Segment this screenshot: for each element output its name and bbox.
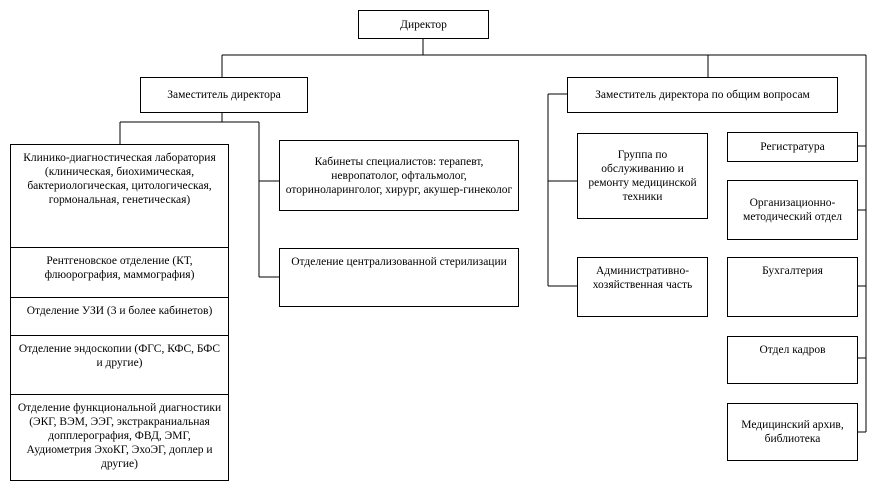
deputy-general-box: Заместитель директора по общим вопросам bbox=[567, 77, 838, 113]
maintenance-group-box: Группа по обслуживанию и ремонту медицин… bbox=[577, 133, 708, 219]
archive-box: Медицинский архив, библиотека bbox=[727, 403, 858, 461]
registry-box: Регистратура bbox=[727, 132, 858, 162]
xray-box: Рентгеновское отделение (КТ, флюорографи… bbox=[10, 247, 229, 298]
hr-box: Отдел кадров bbox=[727, 336, 858, 384]
ultrasound-label: Отделение УЗИ (3 и более кабинетов) bbox=[26, 305, 213, 317]
clinical-lab-label: Клинико-диагностическая лаборатория (кли… bbox=[23, 152, 216, 206]
specialists-box: Кабинеты специалистов: терапевт, невропа… bbox=[279, 140, 519, 211]
registry-label: Регистратура bbox=[760, 141, 825, 153]
director-label: Директор bbox=[400, 18, 447, 31]
endoscopy-label: Отделение эндоскопии (ФГС, КФС, БФС и др… bbox=[18, 343, 221, 369]
accounting-label: Бухгалтерия bbox=[762, 265, 823, 277]
endoscopy-box: Отделение эндоскопии (ФГС, КФС, БФС и др… bbox=[10, 335, 229, 395]
ultrasound-box: Отделение УЗИ (3 и более кабинетов) bbox=[10, 297, 229, 336]
specialists-label: Кабинеты специалистов: терапевт, невропа… bbox=[285, 155, 513, 196]
deputy-general-label: Заместитель директора по общим вопросам bbox=[595, 89, 810, 101]
maintenance-group-label: Группа по обслуживанию и ремонту медицин… bbox=[588, 149, 697, 203]
director-box: Директор bbox=[358, 10, 489, 39]
clinical-lab-box: Клинико-диагностическая лаборатория (кли… bbox=[10, 144, 229, 248]
admin-part-box: Административно-хозяйственная часть bbox=[577, 257, 708, 317]
sterilization-label: Отделение централизованной стерилизации bbox=[291, 256, 507, 268]
xray-label: Рентгеновское отделение (КТ, флюорографи… bbox=[44, 255, 195, 281]
deputy-director-box: Заместитель директора bbox=[140, 77, 308, 113]
sterilization-box: Отделение централизованной стерилизации bbox=[279, 248, 519, 307]
methodical-label: Организационно-методический отдел bbox=[743, 197, 842, 223]
archive-label: Медицинский архив, библиотека bbox=[741, 419, 844, 445]
functional-diag-box: Отделение функциональной диагностики (ЭК… bbox=[10, 394, 229, 481]
functional-diag-label: Отделение функциональной диагностики (ЭК… bbox=[17, 402, 222, 470]
methodical-box: Организационно-методический отдел bbox=[727, 180, 858, 240]
admin-part-label: Административно-хозяйственная часть bbox=[592, 265, 693, 291]
deputy-director-label: Заместитель директора bbox=[167, 89, 281, 101]
hr-label: Отдел кадров bbox=[759, 344, 826, 356]
accounting-box: Бухгалтерия bbox=[727, 257, 858, 317]
